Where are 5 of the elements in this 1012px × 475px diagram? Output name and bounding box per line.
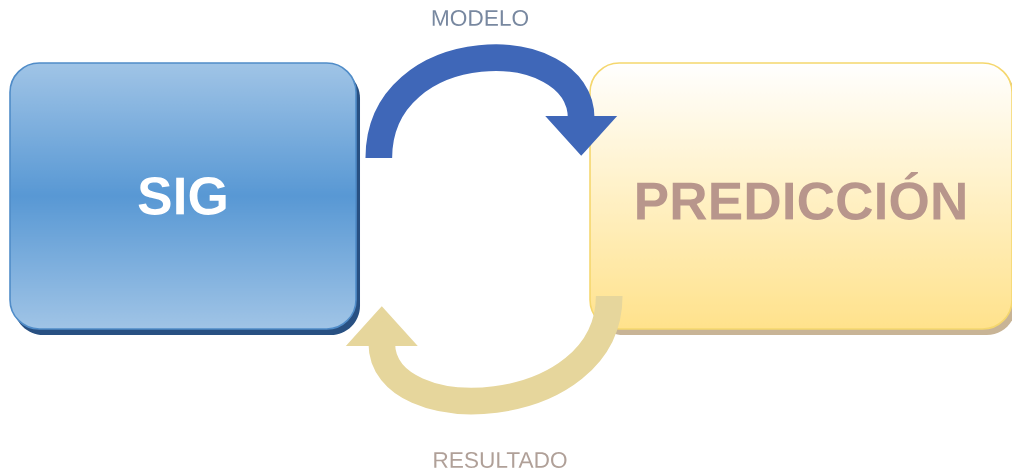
sig-box: SIG (9, 62, 360, 335)
edge-label: MODELO (432, 9, 529, 27)
prediction-box: PREDICCIÓN (589, 62, 1012, 335)
edge-label: RESULTADO (434, 452, 567, 469)
curved-arrow (345, 293, 623, 415)
